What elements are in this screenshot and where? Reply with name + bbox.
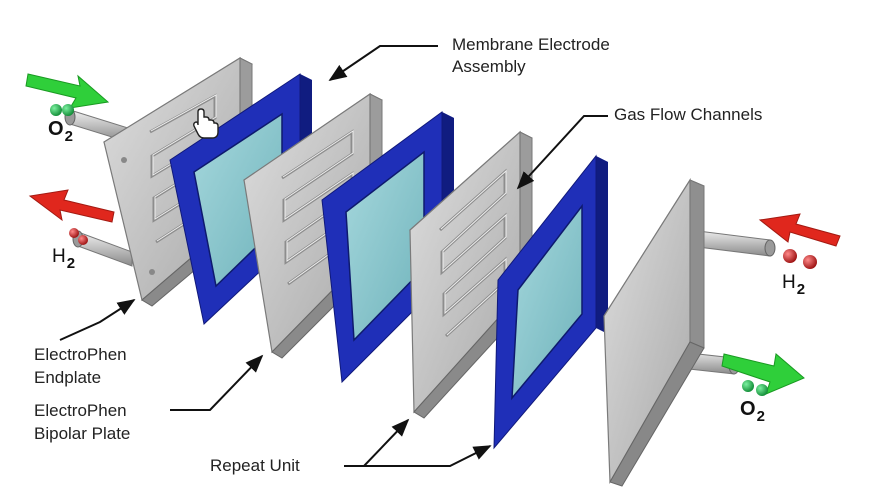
leader-lines (59, 45, 608, 467)
bipolar-plate-label-line2: Bipolar Plate (34, 424, 131, 443)
left-oxygen-subscript: 2 (64, 128, 73, 145)
right-oxygen-molecule (742, 380, 768, 396)
left-hydrogen-symbol: H (52, 246, 66, 267)
left-hydrogen-molecule (69, 228, 88, 245)
right-hydrogen-subscript: 2 (796, 281, 806, 298)
right-hydrogen-molecule (783, 249, 817, 269)
left-oxygen-symbol: O (48, 118, 64, 140)
left-hydrogen-subscript: 2 (66, 255, 76, 272)
right-hydrogen-symbol: H (782, 272, 796, 293)
right-oxygen-arrow (721, 353, 805, 395)
left-oxygen-molecule (50, 104, 74, 116)
endplate-label-line1: ElectroPhen (34, 345, 127, 364)
left-hydrogen-arrow (28, 189, 115, 223)
repeat-unit-leader-2 (364, 445, 492, 467)
right-oxygen-subscript: 2 (756, 408, 765, 425)
left-oxygen-arrow (25, 73, 110, 109)
bipolar-leader (170, 354, 264, 411)
endplate-leader (59, 299, 136, 341)
gas-flow-leader (516, 115, 608, 190)
repeat-unit-label: Repeat Unit (210, 456, 300, 475)
right-hydrogen-arrow (758, 213, 841, 247)
right-oxygen-symbol: O (740, 398, 756, 420)
right-oxygen-formula: O2 (740, 398, 765, 425)
right-hydrogen-formula: H2 (782, 272, 805, 298)
right-endplate (603, 177, 705, 487)
repeat-unit-leader-1 (344, 418, 410, 467)
mea-label-line1: Membrane Electrode (452, 35, 610, 54)
left-hydrogen-formula: H2 (52, 246, 75, 272)
gas-flow-channels-label: Gas Flow Channels (614, 105, 763, 124)
bipolar-plate-label-line1: ElectroPhen (34, 401, 127, 420)
membrane-electrode-assembly-3 (493, 154, 608, 450)
left-oxygen-formula: O2 (48, 118, 73, 145)
mea-label-line2: Assembly (452, 57, 526, 76)
mea-leader (328, 45, 438, 82)
hand-cursor-icon (193, 108, 219, 139)
endplate-label-line2: Endplate (34, 368, 102, 387)
